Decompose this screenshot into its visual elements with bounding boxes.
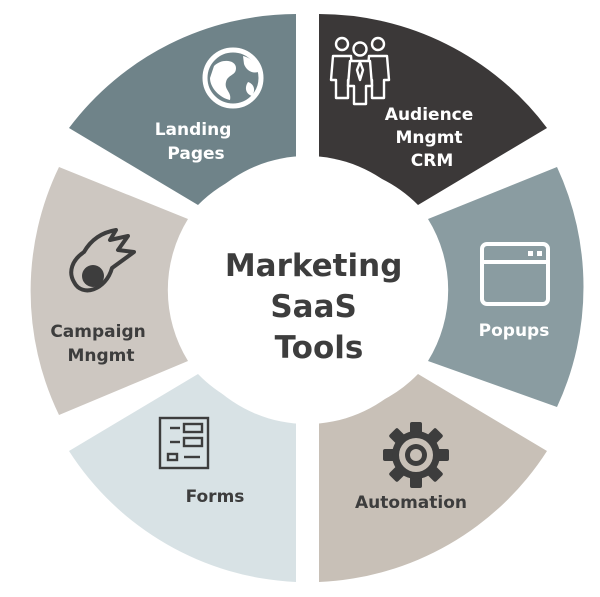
center-hub: Marketing SaaS Tools (173, 156, 441, 424)
segment-popups-line: Popups (479, 321, 550, 341)
segment-landing-pages-line: Pages (167, 144, 224, 164)
segment-popups-label: Popups (479, 321, 550, 341)
segment-landing-pages-label: Landing Pages (155, 120, 238, 164)
center-title: Marketing SaaS Tools (225, 248, 413, 366)
segment-campaign-line: Campaign (50, 322, 145, 342)
browser-window-icon (480, 242, 550, 306)
segment-audience-crm-line: Mngmt (396, 128, 463, 148)
people-icon (329, 36, 391, 106)
segment-campaign-line: Mngmt (67, 346, 134, 366)
segment-campaign-shape (30, 167, 189, 415)
center-title-line: Marketing (225, 248, 403, 284)
segment-landing-pages: Landing Pages (69, 14, 296, 205)
comet-icon (69, 228, 136, 293)
segment-landing-pages-shape (69, 14, 296, 205)
gear-icon (383, 422, 449, 488)
segment-popups-shape (428, 167, 584, 407)
segment-audience-crm-line: Audience (385, 105, 474, 125)
segment-campaign: Campaign Mngmt (30, 167, 189, 415)
segment-campaign-label: Campaign Mngmt (50, 322, 151, 366)
segment-audience-crm-line: CRM (411, 151, 453, 171)
segment-audience-crm-shape (319, 14, 547, 205)
segment-forms-line: Forms (186, 487, 245, 507)
center-circle (173, 156, 441, 424)
segment-forms: Forms (69, 374, 296, 582)
globe-icon (202, 47, 264, 109)
segment-automation-label: Automation (355, 493, 467, 513)
center-title-line: Tools (275, 330, 364, 366)
segment-forms-label: Forms (186, 487, 245, 507)
form-icon (158, 416, 210, 470)
segment-popups: Popups (428, 167, 584, 407)
segment-audience-crm-label: Audience Mngmt CRM (385, 105, 479, 171)
segment-forms-shape (69, 374, 296, 582)
center-title-line: SaaS (270, 289, 357, 325)
segment-automation-line: Automation (355, 493, 467, 513)
segment-audience-crm: Audience Mngmt CRM (319, 14, 547, 205)
segment-automation: Automation (319, 374, 547, 582)
segment-landing-pages-line: Landing (155, 120, 232, 140)
